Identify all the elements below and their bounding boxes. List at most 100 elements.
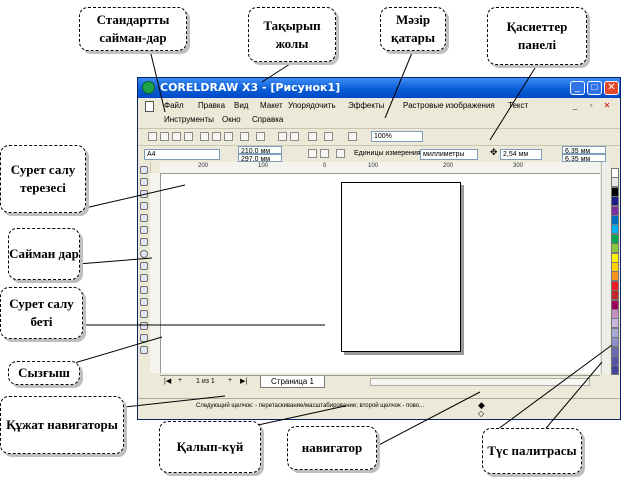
maximize-button[interactable]: □	[587, 81, 602, 95]
menu-edit[interactable]: Правка	[198, 101, 226, 110]
corel-online-icon[interactable]	[324, 132, 333, 141]
duplicate-x-field[interactable]: 6,35 мм	[562, 146, 606, 154]
property-bar: A4 210,0 мм 297,0 мм Единицы измерения: …	[138, 145, 620, 163]
horizontal-ruler[interactable]: 200 100 0 100 200 300	[160, 162, 600, 174]
units-select[interactable]: миллиметры	[420, 149, 478, 160]
close-button[interactable]: ✕	[604, 81, 619, 95]
ellipse-tool-icon[interactable]	[140, 250, 148, 258]
mdi-restore-button[interactable]: ▫	[589, 101, 593, 110]
page-tab[interactable]: Страница 1	[260, 376, 325, 388]
undo-icon[interactable]	[240, 132, 249, 141]
text-tool-icon[interactable]	[140, 286, 148, 294]
outline-tool-icon[interactable]	[140, 322, 148, 330]
status-hint: Следующий щелчок: - перетаскивание/масшт…	[196, 403, 425, 409]
callout-drawing-page: Сурет салу беті	[0, 287, 83, 339]
callout-status: Қалып-күй	[159, 421, 261, 473]
minimize-button[interactable]: _	[570, 81, 585, 95]
copy-icon[interactable]	[212, 132, 221, 141]
rectangle-tool-icon[interactable]	[140, 238, 148, 246]
callout-ruler: Сызғыш	[8, 361, 80, 385]
landscape-icon[interactable]	[320, 149, 329, 158]
callout-drawing-window: Сурет салу терезесі	[0, 145, 86, 213]
import-icon[interactable]	[278, 132, 287, 141]
add-page-before-icon[interactable]: +	[178, 377, 183, 384]
cut-icon[interactable]	[200, 132, 209, 141]
shape-tool-icon[interactable]	[140, 178, 148, 186]
drawing-page[interactable]	[341, 182, 461, 352]
nudge-distance-field[interactable]: 2,54 мм	[500, 149, 542, 160]
drawing-window[interactable]	[161, 174, 600, 373]
ruler-tick-label: 300	[513, 163, 524, 169]
callout-standard-tools: Стандартты сайман-дар	[79, 7, 187, 51]
mdi-minimize-button[interactable]: _	[572, 101, 578, 110]
menu-text[interactable]: Текст	[508, 101, 529, 110]
menu-file[interactable]: Файл	[164, 101, 184, 110]
print-icon[interactable]	[184, 132, 193, 141]
status-bar: Следующий щелчок: - перетаскивание/масшт…	[138, 398, 620, 419]
vertical-ruler[interactable]	[150, 173, 161, 373]
all-pages-icon[interactable]	[336, 149, 345, 158]
last-page-icon[interactable]: ▶|	[240, 378, 248, 385]
units-label: Единицы измерения:	[354, 150, 423, 157]
zoom-tool-icon[interactable]	[140, 202, 148, 210]
paper-size-select[interactable]: A4	[144, 149, 220, 160]
document-navigator: |◀ + 1 из 1 + ▶| Страница 1	[160, 375, 600, 388]
standard-toolbar: 100%	[138, 128, 620, 145]
page-count: 1 из 1	[196, 378, 215, 385]
document-icon[interactable]	[145, 101, 154, 112]
ruler-tick-label: 0	[323, 163, 327, 169]
title-bar[interactable]: CORELDRAW X3 - [Рисунок1] _ □ ✕	[138, 78, 620, 98]
smart-fill-tool-icon[interactable]	[140, 226, 148, 234]
duplicate-y-field[interactable]: 6,35 мм	[562, 154, 606, 162]
callout-title-bar: Тақырып жолы	[248, 7, 336, 62]
palette-swatch[interactable]	[611, 365, 619, 376]
menu-effects[interactable]: Эффекты	[348, 101, 385, 110]
pick-tool-icon[interactable]	[140, 166, 148, 174]
ruler-tick-label: 100	[368, 163, 379, 169]
callout-tools: Сайман дар	[8, 228, 80, 280]
interactive-fill-tool-icon[interactable]	[140, 346, 148, 354]
add-page-after-icon[interactable]: +	[228, 377, 233, 384]
portrait-icon[interactable]	[308, 149, 317, 158]
menu-view[interactable]: Вид	[234, 101, 249, 110]
new-icon[interactable]	[148, 132, 157, 141]
basic-shapes-tool-icon[interactable]	[140, 274, 148, 282]
ruler-tick-label: 200	[443, 163, 454, 169]
vertical-scrollbar[interactable]	[601, 162, 611, 374]
horizontal-scrollbar[interactable]	[370, 378, 590, 386]
menu-tools[interactable]: Инструменты	[164, 115, 214, 124]
menu-layout[interactable]: Макет	[260, 101, 283, 110]
crop-tool-icon[interactable]	[140, 190, 148, 198]
callout-color-palette: Түс палитрасы	[482, 428, 582, 474]
paste-icon[interactable]	[224, 132, 233, 141]
first-page-icon[interactable]: |◀	[164, 378, 172, 385]
fill-indicator-icon: ◆	[478, 400, 485, 410]
menu-bar: Файл Правка Вид Макет Упорядочить Эффект…	[138, 98, 620, 128]
eyedropper-tool-icon[interactable]	[140, 310, 148, 318]
coreldraw-app-icon[interactable]	[142, 81, 155, 94]
callout-document-navigator: Құжат навигаторы	[0, 396, 124, 454]
fill-tool-icon[interactable]	[140, 334, 148, 342]
export-icon[interactable]	[290, 132, 299, 141]
freehand-tool-icon[interactable]	[140, 214, 148, 222]
callout-menu-bar: Мәзір қатары	[380, 7, 446, 51]
menu-window[interactable]: Окно	[222, 115, 241, 124]
callout-navigator: навигатор	[287, 426, 377, 470]
zoom-icon[interactable]	[348, 132, 357, 141]
app-launcher-icon[interactable]	[308, 132, 317, 141]
interactive-blend-tool-icon[interactable]	[140, 298, 148, 306]
save-icon[interactable]	[172, 132, 181, 141]
mdi-close-button[interactable]: ✕	[603, 101, 611, 110]
open-icon[interactable]	[160, 132, 169, 141]
menu-arrange[interactable]: Упорядочить	[288, 101, 336, 110]
window-title: CORELDRAW X3 - [Рисунок1]	[160, 81, 341, 94]
page-width-field[interactable]: 210,0 мм	[238, 146, 282, 154]
menu-help[interactable]: Справка	[252, 115, 284, 124]
polygon-tool-icon[interactable]	[140, 262, 148, 270]
zoom-level-select[interactable]: 100%	[371, 131, 423, 142]
redo-icon[interactable]	[256, 132, 265, 141]
page-height-field[interactable]: 297,0 мм	[238, 154, 282, 162]
color-palette	[610, 164, 620, 376]
menu-bitmaps[interactable]: Растровые изображения	[403, 101, 495, 110]
